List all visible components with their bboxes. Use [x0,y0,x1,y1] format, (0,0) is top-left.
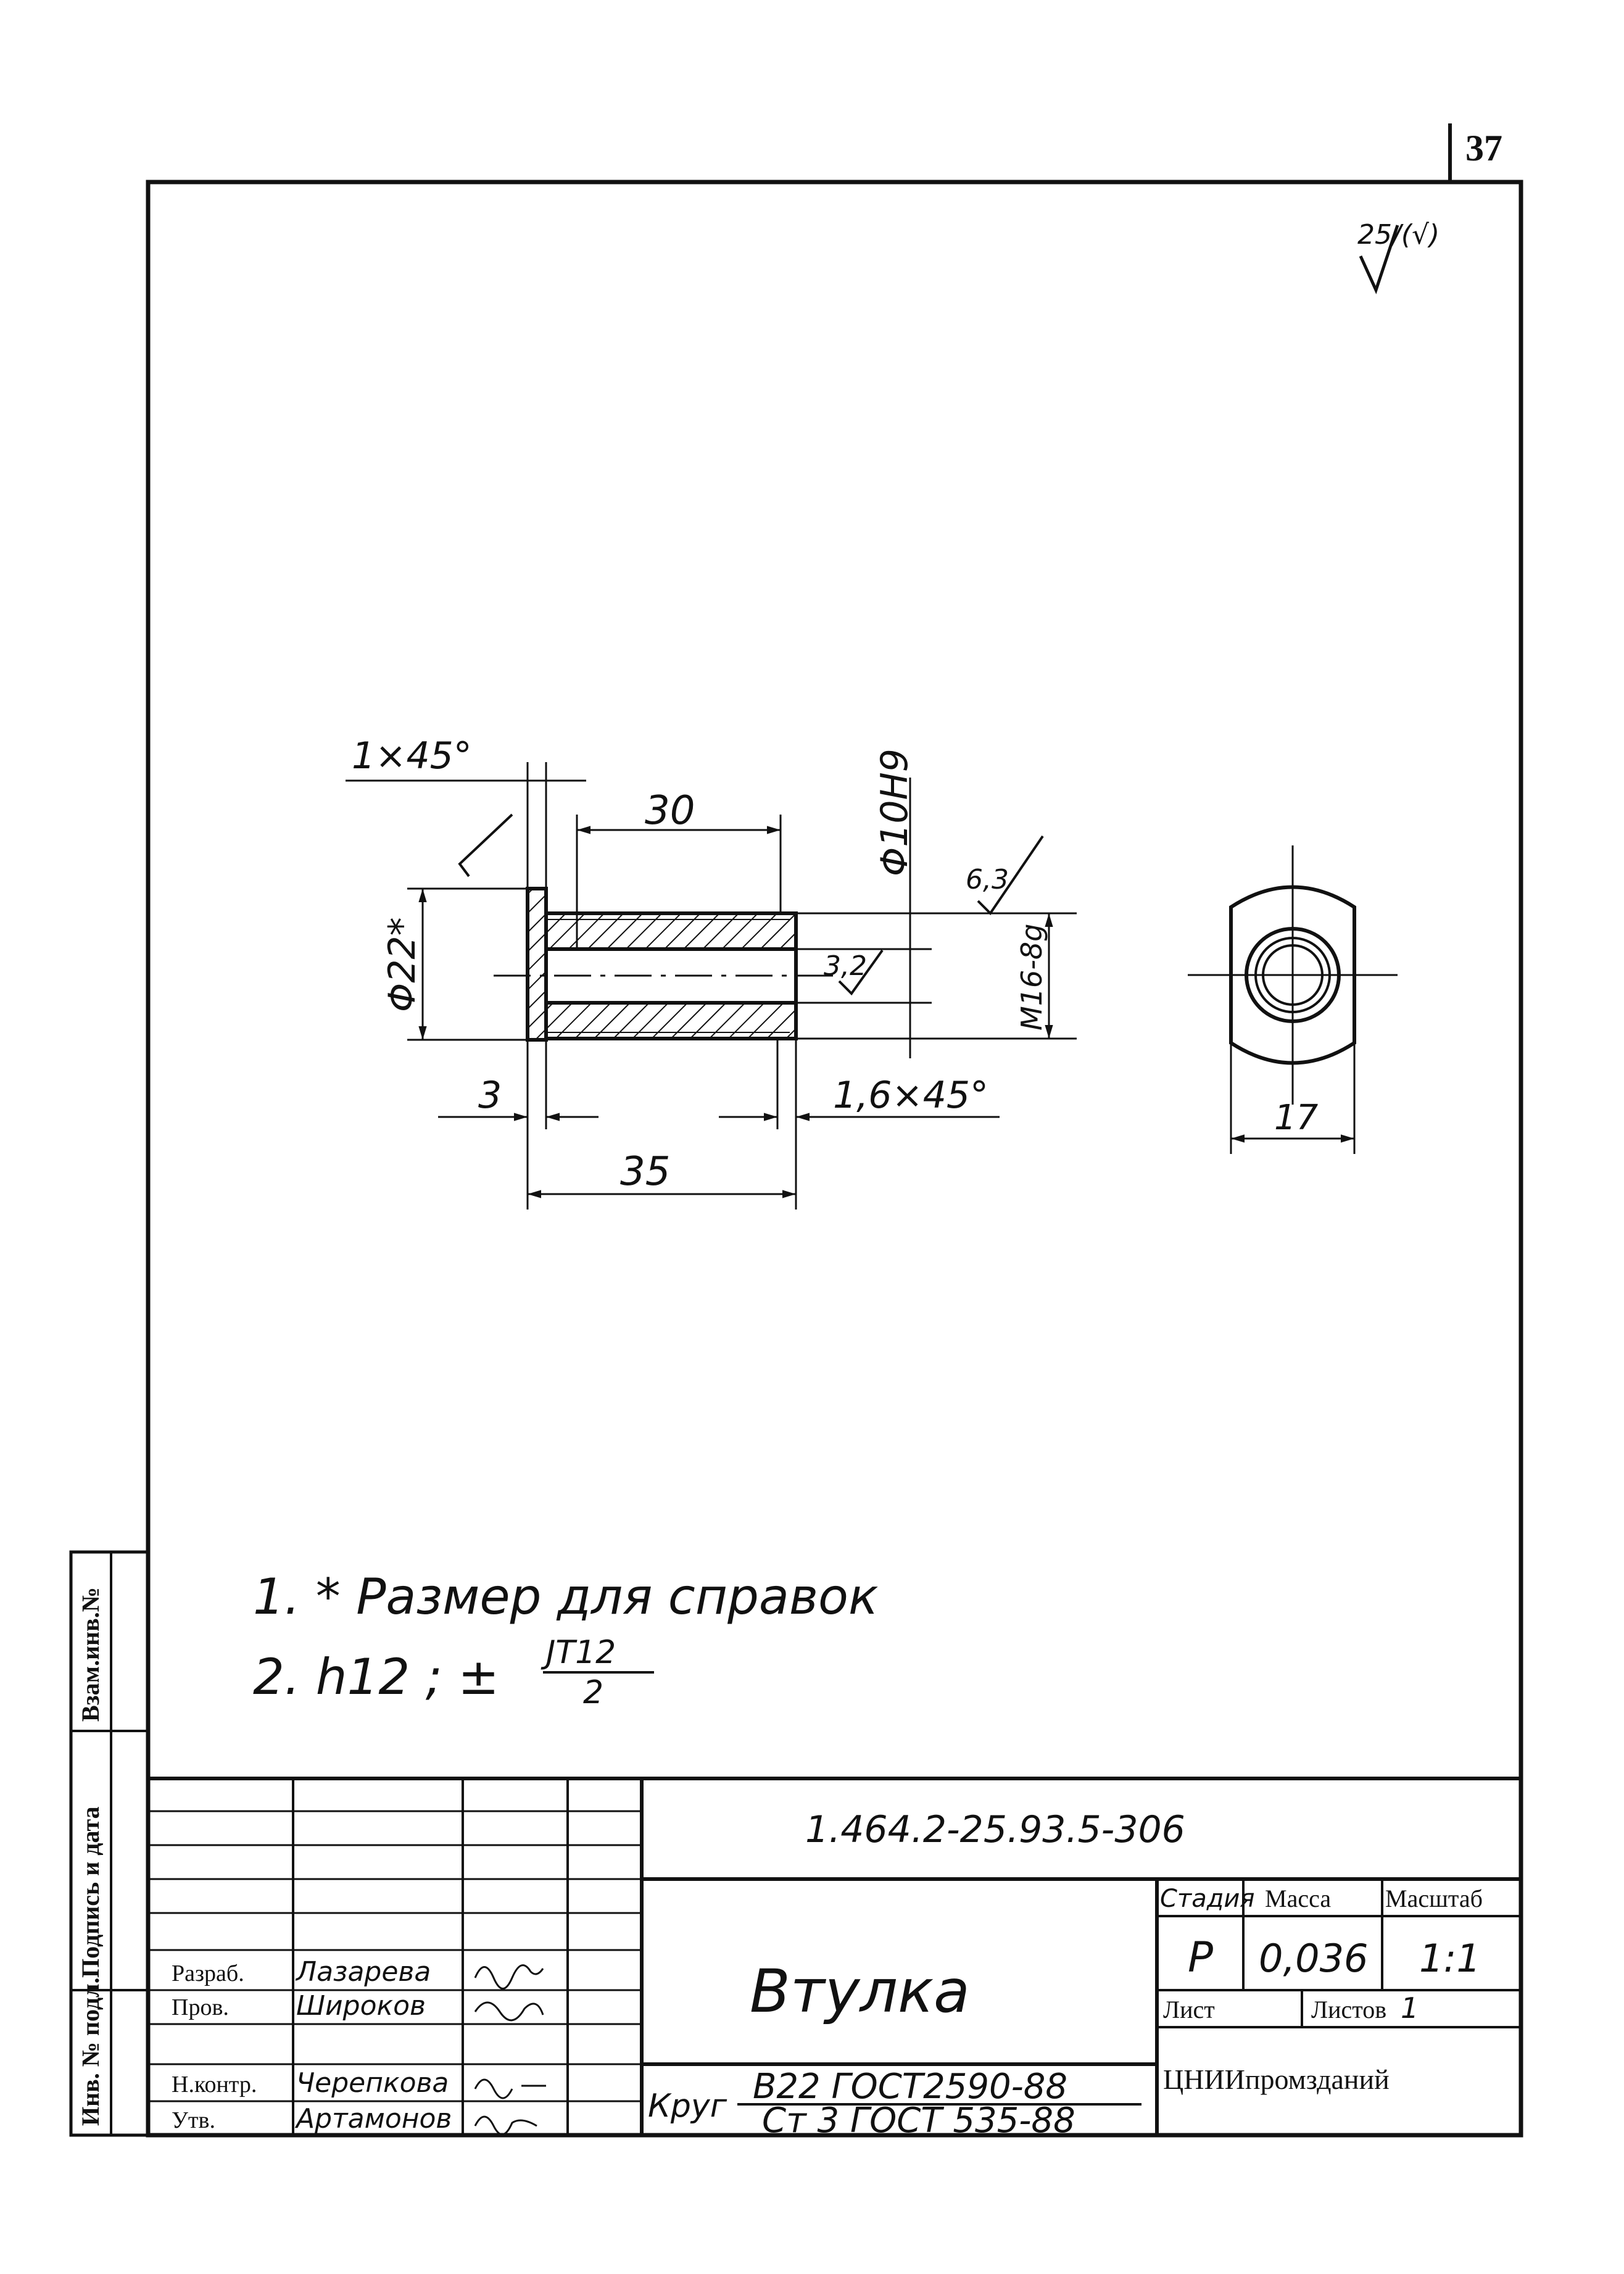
part-name: Втулка [750,1957,970,2026]
doc-code: 1.464.2-25.93.5-306 [805,1808,1185,1851]
signature-4 [474,2115,537,2136]
note-2-denominator: 2 [583,1674,603,1711]
technical-notes: 1. * Размер для справок 2. h12 ; ± JT12 … [253,1568,878,1711]
roughness-inner-icon: 3,2 [824,949,884,996]
mass-label: Масса [1265,1885,1331,1912]
bushing-end-view: 17 [1188,845,1398,1154]
roughness-general-label: 25/(√) [1357,219,1440,251]
role-developed-name: Лазарева [295,1956,431,1988]
note-2-prefix: 2. h12 ; ± [253,1648,499,1706]
scale-label: Масштаб [1385,1885,1483,1912]
stamp-vzam: Взам.инв.№ [77,1587,104,1722]
note-2-numerator: JT12 [541,1634,616,1671]
organization: ЦНИИпромзданий [1163,2064,1390,2095]
dim-bore-dia: Φ10H9 [796,749,932,1058]
role-checked-name: Широков [296,1990,426,2022]
dim-chamfer-right: 1,6×45° [719,1039,1000,1210]
roughness-general-icon: 25/(√) [1357,219,1440,294]
dim-bore-dia-label: Φ10H9 [873,749,916,876]
signature-3 [474,2078,546,2099]
role-normcontrol-name: Черепкова [296,2067,449,2099]
note-1: 1. * Размер для справок [253,1568,878,1625]
dim-length-35: 35 [528,1149,796,1198]
dim-flange-thk: 3 [438,1040,599,1210]
role-checked-label: Пров. [172,1994,229,2020]
dim-length-35-label: 35 [620,1149,670,1195]
dim-thread: M16-8g [796,912,1077,1040]
sheet-label: Лист [1163,1996,1215,2023]
material-bottom: Ст 3 ГОСТ 535-88 [762,2101,1075,2141]
stage-value: Р [1188,1933,1213,1982]
scale-value: 1:1 [1419,1936,1481,1981]
dim-flange-dia-label: Φ22* [381,917,424,1012]
side-stamp-column: Взам.инв.№ Подпись и дата Инв. № подл. [69,1550,150,2137]
sheets-label: Листов [1311,1996,1386,2023]
dim-thread-label: M16-8g [1015,924,1048,1031]
mass-value: 0,036 [1259,1936,1369,1981]
stage-label: Стадия [1160,1885,1254,1913]
dim-flange-thk-label: 3 [478,1074,502,1117]
sheets-value: 1 [1401,1991,1419,2025]
signature-1 [474,1964,544,1990]
dim-length-30-label: 30 [645,788,695,834]
stamp-podpis: Подпись и дата [77,1806,104,1978]
role-approved-label: Утв. [172,2107,215,2133]
roughness-inner-label: 3,2 [824,950,867,982]
dim-chamfer-left: 1×45° [346,734,586,889]
roughness-outer-label: 6,3 [966,864,1009,895]
role-developed-label: Разраб. [172,1961,244,1986]
material-prefix: Круг [648,2088,727,2125]
title-block: 1.464.2-25.93.5-306 Втулка Круг В22 ГОСТ… [146,1777,1523,2141]
role-normcontrol-label: Н.контр. [172,2072,257,2098]
signature-2 [474,2001,544,2022]
role-approved-name: Артамонов [294,2103,452,2135]
roughness-outer-icon: 6,3 [966,835,1044,916]
sheet-number: 37 [1465,128,1502,168]
material-top: В22 ГОСТ2590-88 [753,2067,1067,2107]
stamp-inv: Инв. № подл. [77,1977,104,2126]
dim-chamfer-right-label: 1,6×45° [833,1074,988,1117]
bushing-section-view [494,887,833,1042]
dim-length-30: 30 [576,788,782,947]
dim-flat-width-label: 17 [1274,1098,1319,1138]
dim-chamfer-left-label: 1×45° [352,734,472,778]
dim-flange-dia: Φ22* [381,887,528,1041]
